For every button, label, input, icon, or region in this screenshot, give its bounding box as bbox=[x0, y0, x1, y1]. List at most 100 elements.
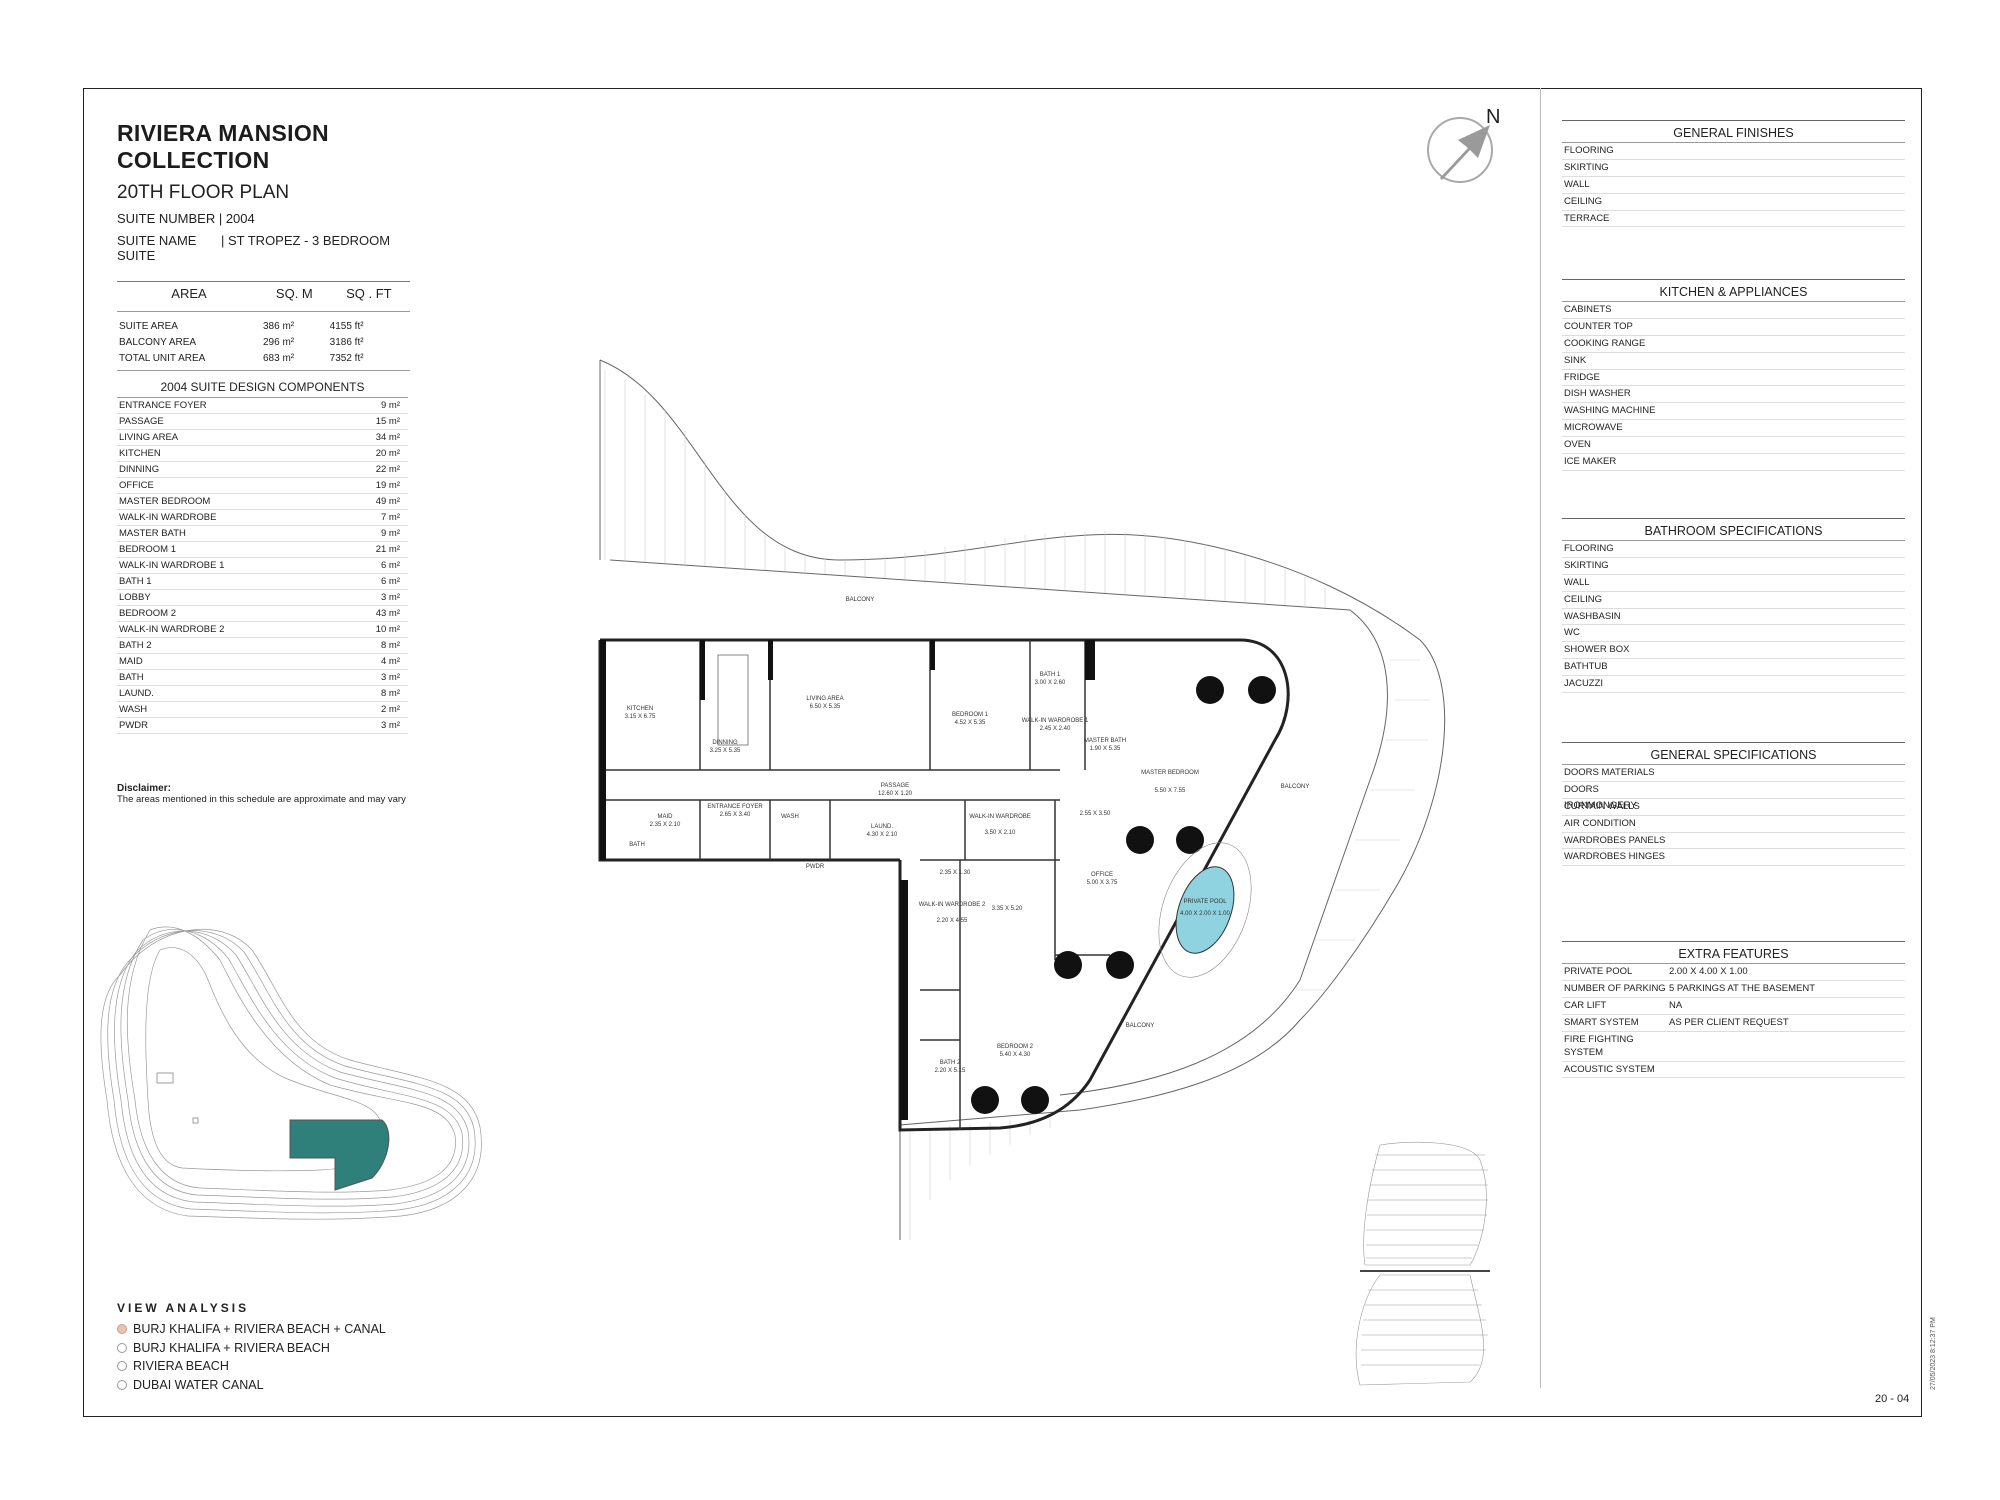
suite-outline bbox=[598, 638, 1290, 1132]
spec-label: SHOWER BOX bbox=[1564, 644, 1630, 656]
section-title: KITCHEN & APPLIANCES bbox=[1562, 279, 1905, 302]
component-name: LAUND. bbox=[119, 688, 154, 699]
north-arrow-icon: N bbox=[1427, 106, 1500, 183]
spec-label: WASHING MACHINE bbox=[1564, 405, 1656, 417]
section-title: EXTRA FEATURES bbox=[1562, 941, 1905, 964]
view-option[interactable]: RIVIERA BEACH bbox=[117, 1357, 386, 1376]
disclaimer: Disclaimer: The areas mentioned in this … bbox=[117, 783, 447, 805]
component-value: 10 m² bbox=[375, 624, 400, 635]
wash-label: WASH bbox=[781, 814, 799, 820]
wiw2-dim: 2.20 X 4.55 bbox=[937, 918, 968, 924]
list-item: SHOWER BOX bbox=[1562, 642, 1905, 660]
spec-label: SINK bbox=[1564, 354, 1587, 366]
bath2-label: BATH 2 bbox=[940, 1060, 961, 1066]
list-item: FLOORING bbox=[1562, 143, 1905, 160]
dim-335: 3.35 X 5.20 bbox=[992, 906, 1023, 912]
balcony-outline bbox=[599, 359, 1446, 1240]
passage-dim: 12.60 X 1.20 bbox=[878, 791, 913, 797]
list-item: FIRE FIGHTING SYSTEM bbox=[1562, 1032, 1905, 1062]
list-item: WALL bbox=[1562, 575, 1905, 592]
interior-walls bbox=[600, 640, 1110, 1130]
entrance-label: ENTRANCE FOYER bbox=[707, 804, 763, 810]
table-row: SUITE AREA 386 m² 4155 ft² bbox=[119, 320, 364, 332]
component-value: 6 m² bbox=[381, 576, 400, 587]
office-dim: 5.00 X 3.75 bbox=[1087, 880, 1118, 886]
section-title: GENERAL SPECIFICATIONS bbox=[1562, 742, 1905, 765]
suite-name: SUITE NAME| ST TROPEZ - 3 BEDROOM SUITE bbox=[117, 233, 417, 263]
feature-value: NA bbox=[1669, 999, 1683, 1011]
spec-label: FRIDGE bbox=[1564, 371, 1600, 383]
component-value: 3 m² bbox=[381, 720, 400, 731]
spec-label: DOORS IRONMONGERY bbox=[1564, 783, 1637, 811]
view-option[interactable]: BURJ KHALIFA + RIVIERA BEACH + CANAL bbox=[117, 1320, 386, 1339]
floor-plan-subtitle: 20TH FLOOR PLAN bbox=[117, 182, 290, 203]
list-item: DOORS MATERIALS bbox=[1562, 765, 1905, 782]
component-name: BATH bbox=[119, 672, 144, 683]
view-option[interactable]: DUBAI WATER CANAL bbox=[117, 1376, 386, 1395]
component-name: LOBBY bbox=[119, 592, 151, 603]
disclaimer-text: The areas mentioned in this schedule are… bbox=[117, 794, 406, 805]
bath2-dim: 2.20 X 5.15 bbox=[935, 1068, 966, 1074]
component-name: WALK-IN WARDROBE 2 bbox=[119, 624, 225, 635]
spec-label: CEILING bbox=[1564, 195, 1603, 207]
print-timestamp: 27/05/2023 8:12:37 PM bbox=[1930, 1317, 1937, 1390]
component-name: PASSAGE bbox=[119, 416, 164, 427]
pool-label: PRIVATE POOL bbox=[1183, 899, 1227, 905]
balcony-label-bottom: BALCONY bbox=[1126, 1023, 1155, 1029]
table-row: OFFICE 19 m² bbox=[117, 478, 408, 494]
list-item: TERRACE bbox=[1562, 211, 1905, 228]
component-name: WASH bbox=[119, 704, 148, 715]
sheet-border bbox=[83, 88, 1922, 1417]
list-item: ICE MAKER bbox=[1562, 454, 1905, 471]
area-header: AREA bbox=[117, 281, 261, 312]
view-option[interactable]: BURJ KHALIFA + RIVIERA BEACH bbox=[117, 1339, 386, 1358]
living-dim: 6.50 X 5.35 bbox=[810, 704, 841, 710]
kitchen-dim: 3.15 X 6.75 bbox=[625, 714, 656, 720]
component-value: 20 m² bbox=[375, 448, 400, 459]
spec-label: JACUZZI bbox=[1564, 678, 1604, 690]
feature-label: SMART SYSTEM bbox=[1564, 1016, 1639, 1028]
list-item: FRIDGE bbox=[1562, 370, 1905, 387]
bath-label: BATH bbox=[629, 842, 645, 848]
list-item: ACOUSTIC SYSTEM bbox=[1562, 1062, 1905, 1079]
maid-dim: 2.35 X 2.10 bbox=[650, 822, 681, 828]
balcony-label-right: BALCONY bbox=[1281, 784, 1310, 790]
column-divider bbox=[1540, 88, 1541, 1388]
spec-label: WC bbox=[1564, 627, 1580, 639]
spec-label: SKIRTING bbox=[1564, 559, 1609, 571]
list-item: FLOORING bbox=[1562, 541, 1905, 558]
component-value: 7 m² bbox=[381, 512, 400, 523]
bath1-label: BATH 1 bbox=[1040, 672, 1061, 678]
building-elevation-thumbnail bbox=[1355, 1141, 1490, 1386]
component-name: BEDROOM 2 bbox=[119, 608, 177, 619]
list-item: BATHTUB bbox=[1562, 659, 1905, 677]
components-title: 2004 SUITE DESIGN COMPONENTS bbox=[117, 377, 408, 398]
component-value: 19 m² bbox=[375, 480, 400, 491]
view-analysis-title: VIEW ANALYSIS bbox=[117, 1301, 250, 1315]
component-name: BEDROOM 1 bbox=[119, 544, 177, 555]
list-item: COOKING RANGE bbox=[1562, 336, 1905, 353]
section-title: BATHROOM SPECIFICATIONS bbox=[1562, 518, 1905, 541]
feature-label: ACOUSTIC SYSTEM bbox=[1564, 1063, 1655, 1075]
component-name: OFFICE bbox=[119, 480, 154, 491]
component-value: 22 m² bbox=[375, 464, 400, 475]
entrance-dim: 2.65 X 3.40 bbox=[720, 812, 751, 818]
dining-table bbox=[717, 654, 749, 746]
master-bath-label: MASTER BATH bbox=[1084, 738, 1126, 744]
list-item: WC bbox=[1562, 625, 1905, 643]
wiw1-dim: 2.45 X 2.40 bbox=[1040, 726, 1071, 732]
